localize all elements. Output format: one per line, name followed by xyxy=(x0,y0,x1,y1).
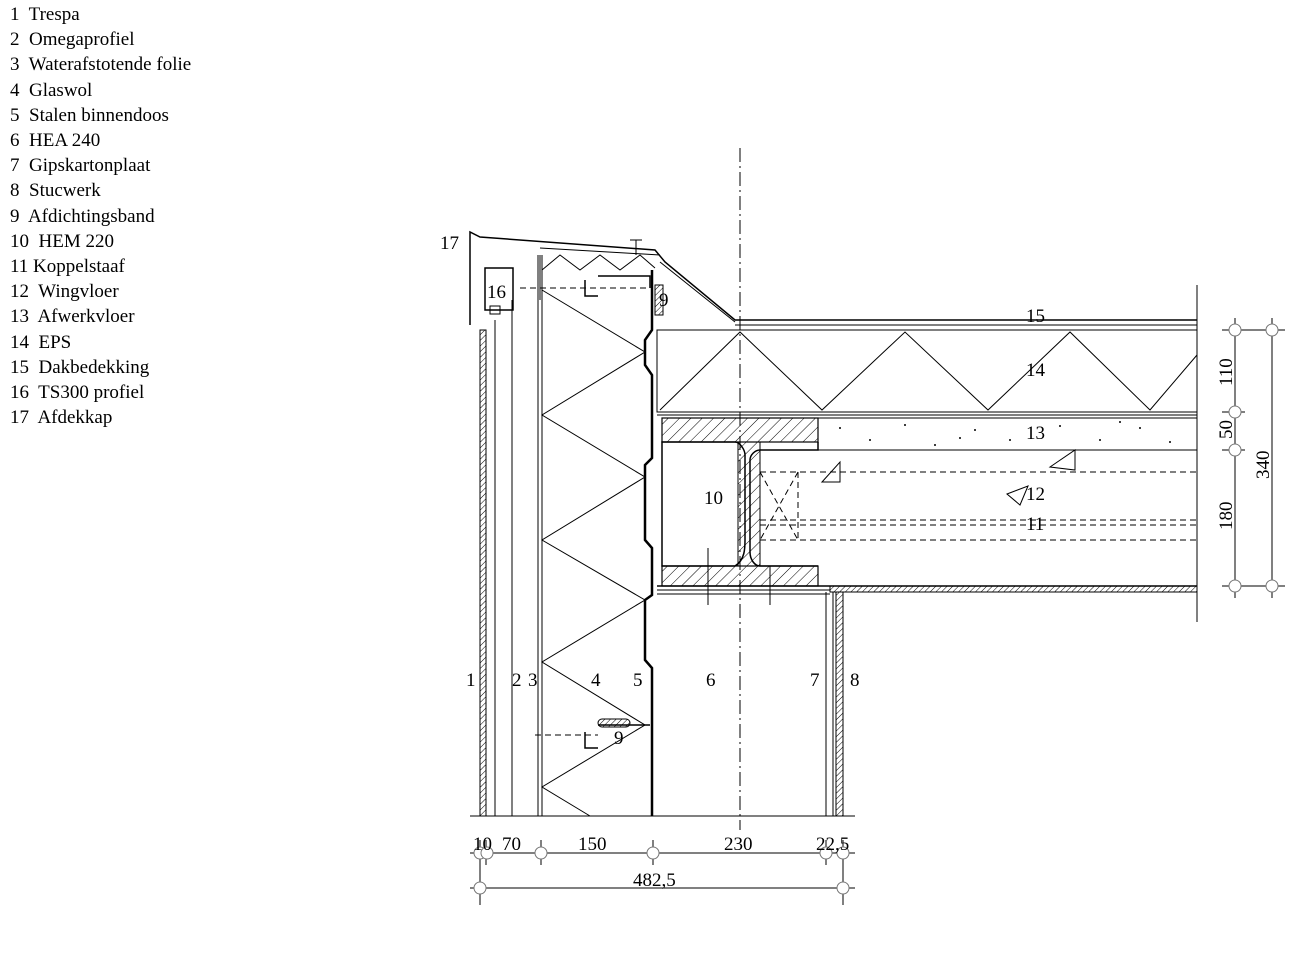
label-9-bottom: 9 xyxy=(614,728,624,749)
wing-floor xyxy=(760,285,1198,622)
legend-item-glaswol: 4 Glaswol xyxy=(10,79,93,101)
sealing-tape-top xyxy=(654,284,664,316)
legend-item-omegaprofiel: 2 Omegaprofiel xyxy=(10,29,135,51)
right-dimension-line xyxy=(1222,318,1285,598)
label-6: 6 xyxy=(706,670,716,691)
sealing-tape-bottom xyxy=(535,718,650,749)
hea-240-column xyxy=(657,585,1198,595)
glass-wool xyxy=(541,254,656,817)
label-9-top: 9 xyxy=(659,290,669,311)
label-11: 11 xyxy=(1026,514,1044,535)
legend-item-koppelstaaf: 11 Koppelstaaf xyxy=(10,256,125,278)
ts300-profile xyxy=(484,267,651,315)
legend-item-stucwerk: 8 Stucwerk xyxy=(10,180,101,202)
dim-150: 150 xyxy=(578,834,607,855)
label-5: 5 xyxy=(633,670,643,691)
legend-item-stalen-binnendoos: 5 Stalen binnendoos xyxy=(10,104,169,126)
plaster-finish xyxy=(835,591,844,817)
dim-10: 10 xyxy=(473,834,492,855)
legend-item-hem-220: 10 HEM 220 xyxy=(10,230,114,252)
legend-item-afdekkap: 17 Afdekkap xyxy=(10,407,113,429)
label-4: 4 xyxy=(591,670,601,691)
dim-70: 70 xyxy=(502,834,521,855)
legend-item-hea-240: 6 HEA 240 xyxy=(10,130,101,152)
legend-item-gipskartonplaat: 7 Gipskartonplaat xyxy=(10,155,151,177)
label-15: 15 xyxy=(1026,306,1045,327)
label-8: 8 xyxy=(850,670,860,691)
coupling-bar xyxy=(759,471,799,541)
omega-profile xyxy=(494,300,513,816)
dim-180: 180 xyxy=(1216,502,1237,531)
legend-item-ts300-profiel: 16 TS300 profiel xyxy=(10,382,145,404)
legend-item-eps: 14 EPS xyxy=(10,331,72,353)
legend-item-afdichtingsband: 9 Afdichtingsband xyxy=(10,205,155,227)
dim-230: 230 xyxy=(724,834,753,855)
legend-item-afwerkvloer: 13 Afwerkvloer xyxy=(10,306,135,328)
gypsum-board xyxy=(825,592,834,816)
label-1: 1 xyxy=(466,670,476,691)
label-10: 10 xyxy=(704,488,723,509)
label-16: 16 xyxy=(487,282,506,303)
label-12: 12 xyxy=(1026,484,1045,505)
dim-22-5: 22,5 xyxy=(816,834,849,855)
trespa-panel xyxy=(479,329,487,817)
dim-110: 110 xyxy=(1216,358,1237,386)
legend-item-wingvloer: 12 Wingvloer xyxy=(10,281,119,303)
legend-item-waterafstotende-folie: 3 Waterafstotende folie xyxy=(10,54,192,76)
screed-floor xyxy=(817,417,1198,451)
dim-total-340: 340 xyxy=(1253,451,1274,480)
coping-cap xyxy=(469,230,1197,325)
dim-total-482-5: 482,5 xyxy=(633,870,676,891)
eps-insulation xyxy=(656,329,1198,416)
label-2: 2 xyxy=(512,670,522,691)
bottom-dimension-line xyxy=(470,840,855,905)
waterproof-foil xyxy=(537,255,543,816)
label-7: 7 xyxy=(810,670,820,691)
dim-50: 50 xyxy=(1216,420,1237,439)
legend: 1 Trespa 2 Omegaprofiel 3 Waterafstotend… xyxy=(10,2,191,430)
label-17: 17 xyxy=(440,233,459,254)
legend-item-trespa: 1 Trespa xyxy=(10,4,80,25)
label-3: 3 xyxy=(528,670,538,691)
label-14: 14 xyxy=(1026,360,1046,381)
legend-item-dakbedekking: 15 Dakbedekking xyxy=(10,356,150,378)
steel-liner-tray xyxy=(643,270,654,816)
label-13: 13 xyxy=(1026,423,1045,444)
